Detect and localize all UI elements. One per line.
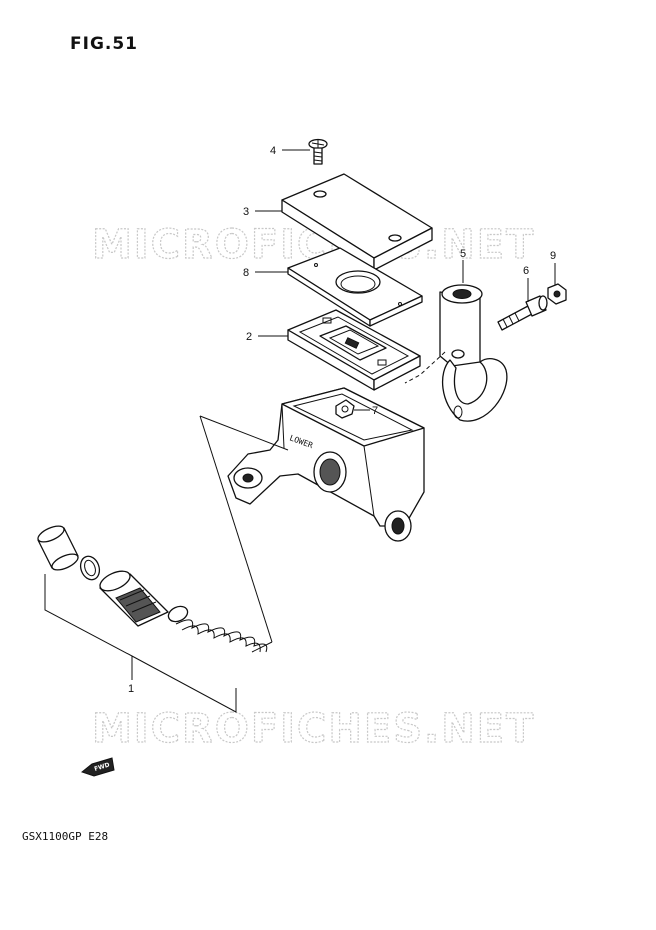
guide-line-left <box>199 415 273 643</box>
fwd-label: FWD <box>93 761 110 773</box>
part-6-bolt <box>497 295 548 331</box>
callout-1: 1 <box>128 683 134 695</box>
watermark-bottom: MICROFICHES.NET <box>92 706 535 752</box>
callout-9: 9 <box>550 250 556 262</box>
model-code: GSX1100GP E28 <box>22 830 109 843</box>
part-7-fitting <box>335 399 355 419</box>
part-8-diaphragm-plate <box>287 247 423 327</box>
guide-line-top <box>199 415 289 451</box>
part-2-diaphragm <box>287 309 421 391</box>
master-cylinder-body: LOWER <box>227 387 425 542</box>
callout-8: 8 <box>243 267 249 279</box>
part-9-nut <box>547 283 567 305</box>
part-4-screw <box>308 138 328 165</box>
assembly-line-5 <box>404 351 446 384</box>
fwd-arrow-icon: FWD <box>80 757 115 777</box>
part-5-holder-bracket <box>439 284 508 422</box>
part-1-piston-kit <box>37 525 268 653</box>
callout-4: 4 <box>270 145 276 157</box>
callout-7: 7 <box>372 405 378 417</box>
callout-6: 6 <box>523 265 529 277</box>
callout-5: 5 <box>460 248 466 260</box>
callout-3: 3 <box>243 206 249 218</box>
figure-title: FIG.51 <box>70 34 139 54</box>
guide-line-end <box>251 641 273 653</box>
part-3-reservoir-cap <box>281 173 433 271</box>
callout-2: 2 <box>246 331 252 343</box>
